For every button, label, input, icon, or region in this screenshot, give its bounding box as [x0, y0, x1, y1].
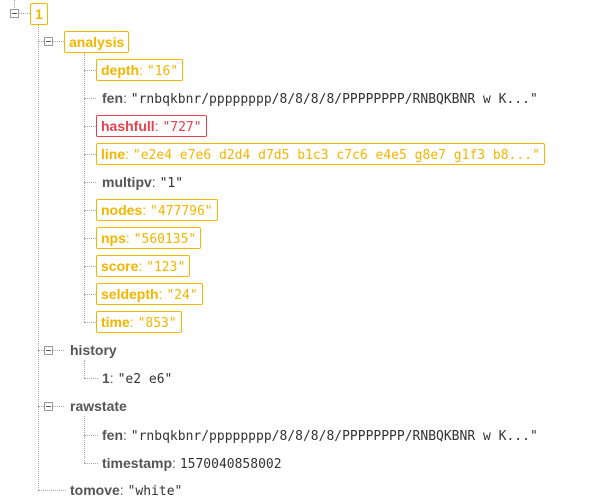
- tree-guide: [84, 70, 96, 71]
- field-value: "rnbqkbnr/pppppppp/8/8/8/8/PPPPPPPP/RNBQ…: [130, 92, 538, 107]
- field-value: "123": [146, 260, 186, 275]
- field-value: "rnbqkbnr/pppppppp/8/8/8/8/PPPPPPPP/RNBQ…: [130, 429, 538, 444]
- analysis-nps-row[interactable]: nps: "560135": [96, 227, 202, 249]
- tree-guide: [84, 378, 98, 379]
- rawstate-key: rawstate: [70, 398, 127, 414]
- tree-guide: [84, 463, 98, 464]
- field-value: 1570040858002: [179, 457, 282, 472]
- analysis-node[interactable]: analysis: [64, 31, 130, 53]
- tree-guide: [38, 24, 39, 490]
- history-item-row[interactable]: 1: "e2 e6": [102, 370, 173, 387]
- field-key: multipv: [102, 174, 152, 190]
- field-value: "560135": [133, 232, 197, 247]
- tree-guide: [38, 490, 66, 491]
- tree-guide: [84, 360, 85, 378]
- history-node[interactable]: history: [70, 339, 117, 361]
- analysis-hashfull-row[interactable]: hashfull: "727": [96, 115, 207, 137]
- tree-guide: [18, 13, 30, 14]
- field-key: seldepth: [101, 286, 159, 302]
- tree-guide: [84, 52, 85, 322]
- collapse-analysis-toggle[interactable]: [44, 37, 53, 46]
- root-node[interactable]: 1: [30, 3, 48, 25]
- tree-guide: [84, 98, 96, 99]
- analysis-multipv-row[interactable]: multipv: "1": [102, 174, 184, 191]
- field-key: fen: [102, 90, 123, 106]
- field-key: timestamp: [102, 455, 173, 471]
- analysis-fen-row[interactable]: fen: "rnbqkbnr/pppppppp/8/8/8/8/PPPPPPPP…: [102, 90, 538, 107]
- field-value: "1": [159, 176, 184, 191]
- rawstate-timestamp-row[interactable]: timestamp: 1570040858002: [102, 455, 282, 472]
- tree-guide: [84, 322, 96, 323]
- root-key: 1: [35, 6, 43, 22]
- analysis-score-row[interactable]: score: "123": [96, 255, 191, 277]
- tree-guide: [84, 266, 96, 267]
- field-key: fen: [102, 427, 123, 443]
- field-key: depth: [101, 62, 140, 78]
- tree-guide: [84, 294, 96, 295]
- collapse-rawstate-toggle[interactable]: [44, 402, 53, 411]
- tree-guide: [84, 238, 96, 239]
- analysis-seldepth-row[interactable]: seldepth: "24": [96, 283, 203, 305]
- field-key: nps: [101, 230, 126, 246]
- field-value: "24": [166, 288, 198, 303]
- field-key: score: [101, 258, 139, 274]
- tree-guide: [84, 416, 85, 463]
- field-value: "853": [137, 316, 177, 331]
- field-key: line: [101, 146, 126, 162]
- field-value: "e2 e6": [117, 372, 173, 387]
- field-value: "white": [127, 484, 183, 499]
- rawstate-node[interactable]: rawstate: [70, 395, 127, 417]
- collapse-history-toggle[interactable]: [44, 346, 53, 355]
- tree-guide: [84, 126, 96, 127]
- analysis-key: analysis: [69, 34, 125, 50]
- analysis-time-row[interactable]: time: "853": [96, 311, 182, 333]
- field-value: "477796": [150, 204, 213, 219]
- field-value: "727": [162, 120, 202, 135]
- tree-guide: [84, 210, 96, 211]
- field-key: 1: [102, 370, 110, 386]
- tree-guide: [84, 435, 98, 436]
- analysis-depth-row[interactable]: depth: "16": [96, 59, 184, 81]
- tree-guide: [84, 154, 96, 155]
- field-key: tomove: [70, 482, 120, 498]
- rawstate-fen-row[interactable]: fen: "rnbqkbnr/pppppppp/8/8/8/8/PPPPPPPP…: [102, 427, 538, 444]
- field-key: nodes: [101, 202, 143, 218]
- collapse-root-toggle[interactable]: [10, 9, 19, 18]
- tree-guide: [84, 182, 96, 183]
- field-value: "e2e4 e7e6 d2d4 d7d5 b1c3 c7c6 e4e5 g8e7…: [132, 148, 540, 163]
- analysis-nodes-row[interactable]: nodes: "477796": [96, 199, 218, 221]
- field-key: hashfull: [101, 118, 155, 134]
- tomove-row[interactable]: tomove: "white": [70, 482, 183, 499]
- analysis-line-row[interactable]: line: "e2e4 e7e6 d2d4 d7d5 b1c3 c7c6 e4e…: [96, 143, 545, 165]
- history-key: history: [70, 342, 117, 358]
- field-key: time: [101, 314, 130, 330]
- field-value: "16": [146, 64, 179, 79]
- tree-guide: [14, 0, 15, 14]
